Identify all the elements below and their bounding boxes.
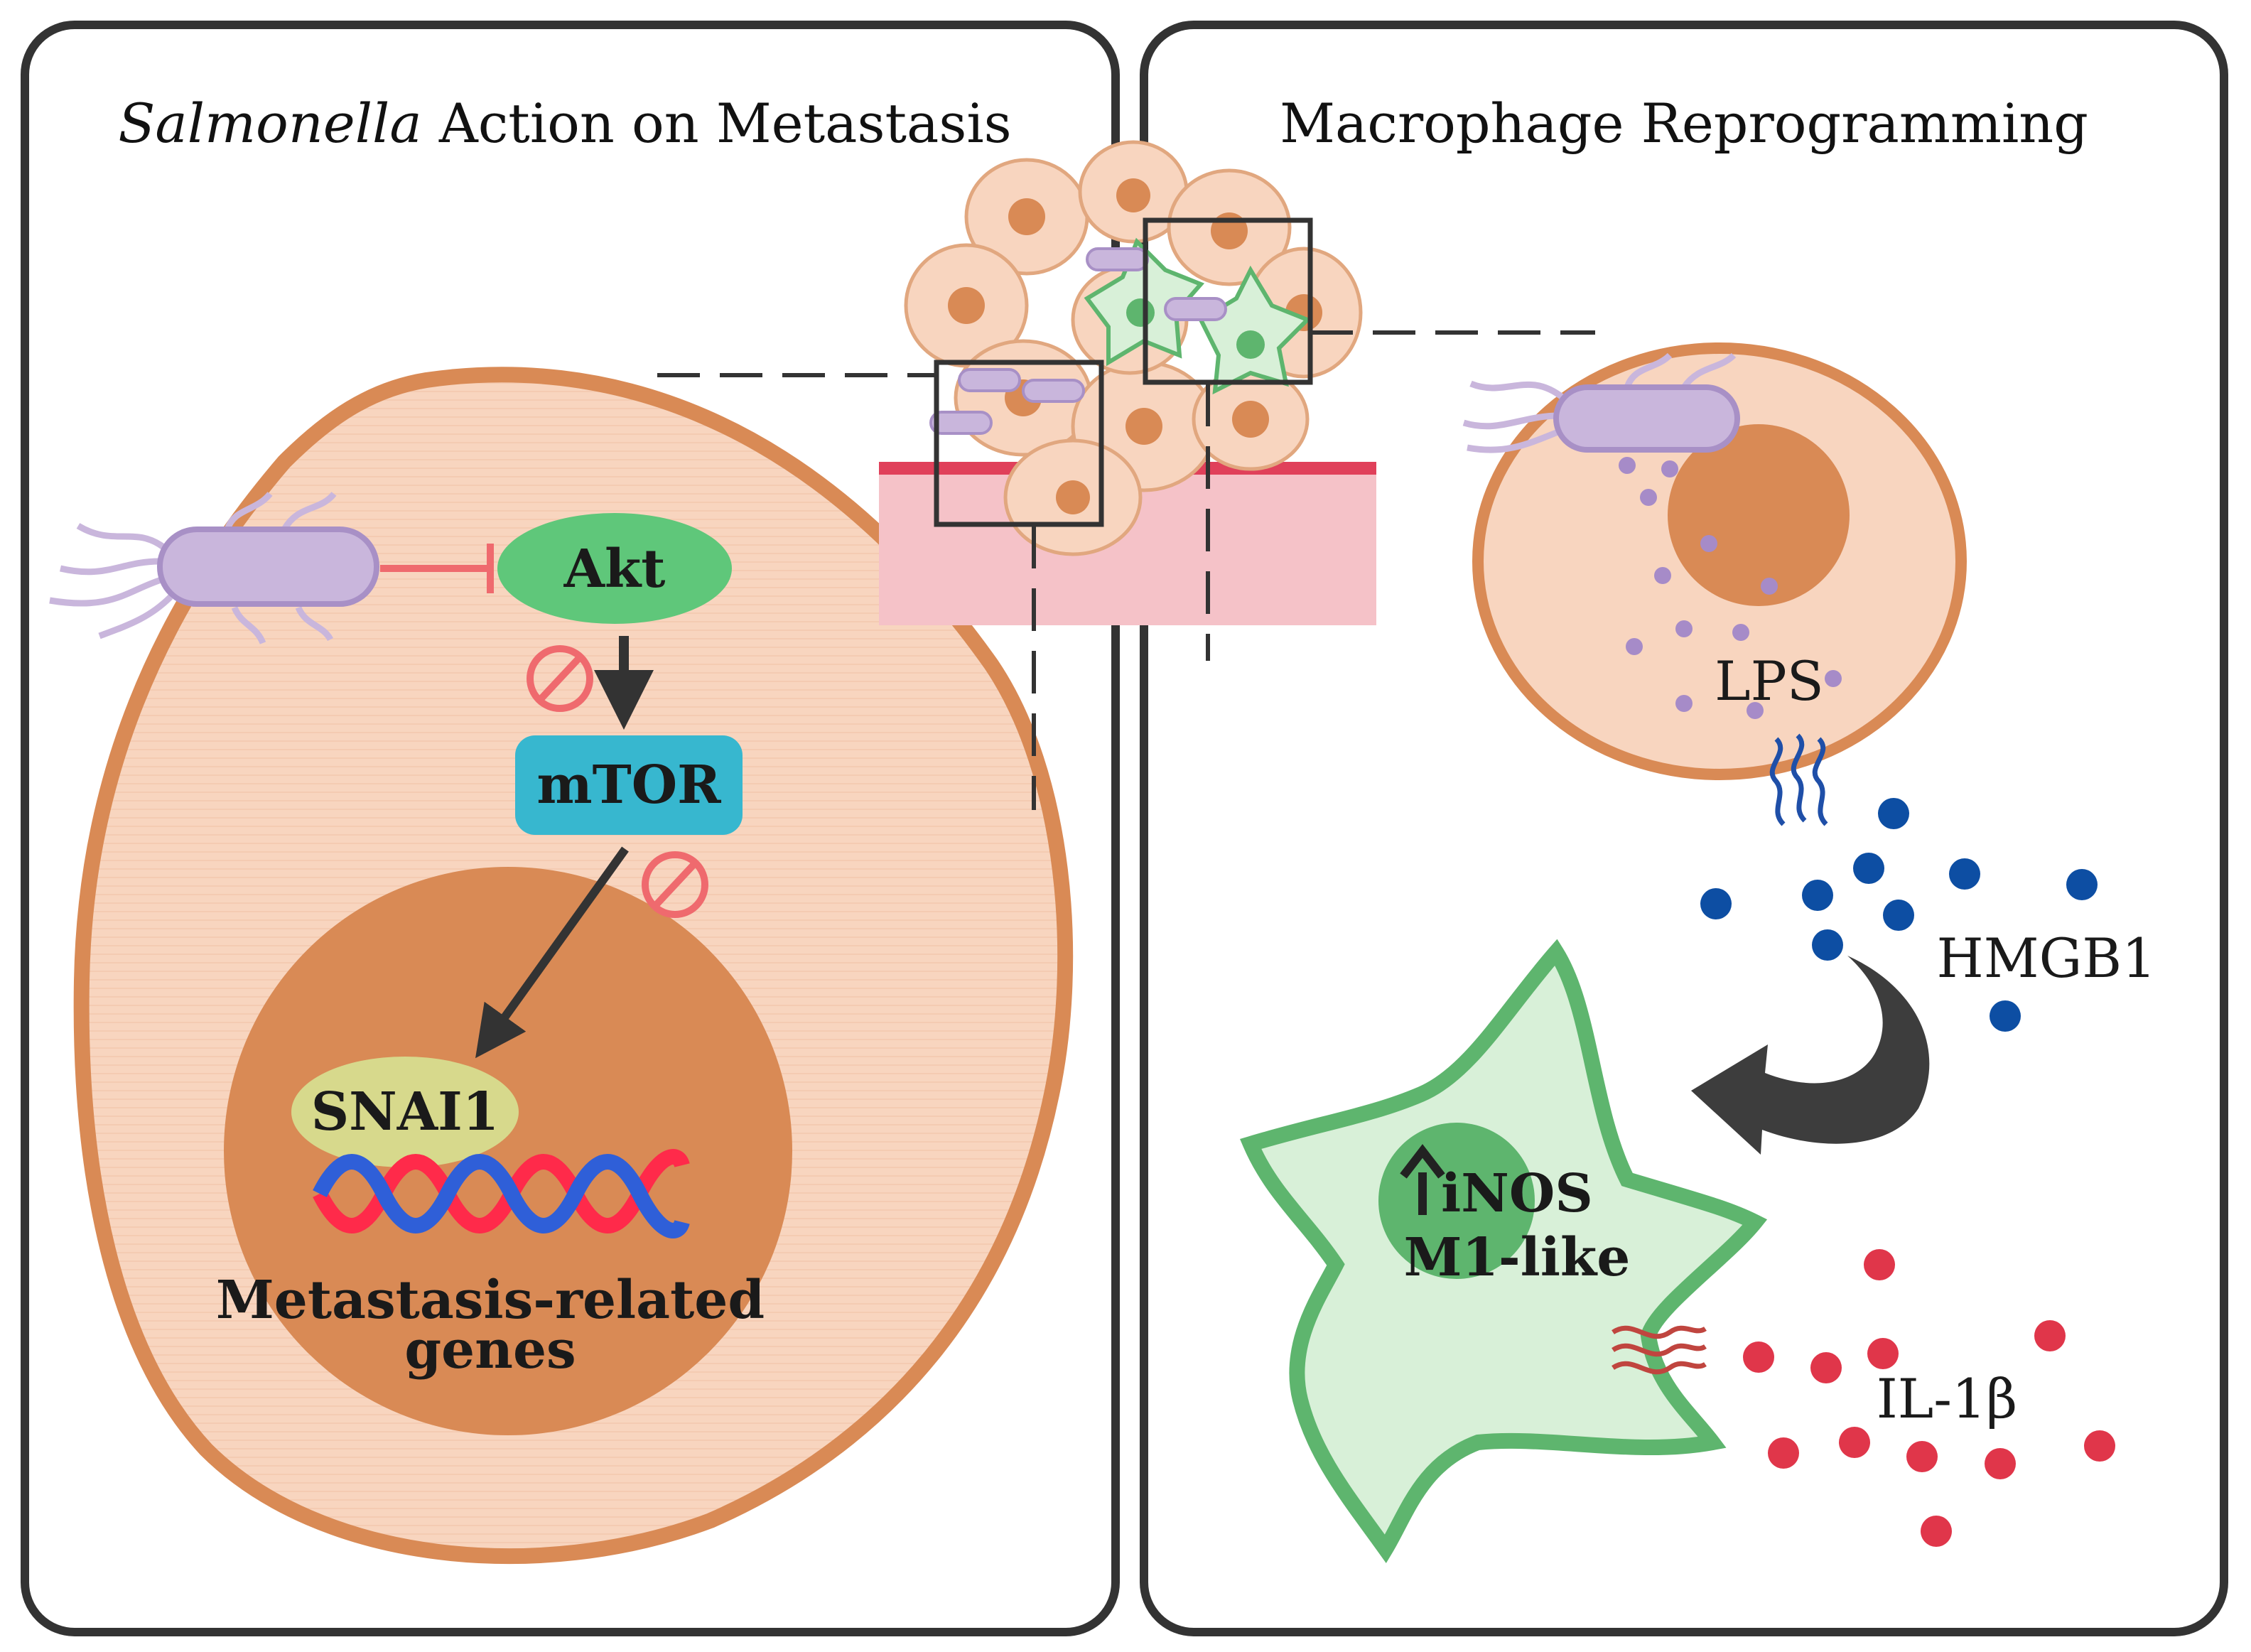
secretion-squiggle-icon — [1612, 1325, 1707, 1375]
genes-label-line1: Metastasis-related — [216, 1270, 765, 1331]
no-symbol-icon — [642, 851, 708, 918]
node-mtor — [515, 735, 743, 835]
curved-arrow-icon — [1691, 956, 1930, 1155]
node-snai1-label: SNAI1 — [311, 1081, 500, 1143]
left-panel-title: Salmonella Action on Metastasis — [118, 92, 1011, 155]
node-akt — [497, 513, 732, 624]
dna-helix-icon — [313, 1149, 690, 1238]
no-symbol-icon — [527, 645, 593, 712]
upregulation-arrow-icon — [1400, 1144, 1445, 1215]
hmgb1-dots — [1700, 798, 2098, 1032]
m1-like-label: M1-like — [1404, 1227, 1631, 1288]
arrow-mtor-snai1 — [475, 846, 629, 1059]
tumor-nucleus — [224, 867, 792, 1435]
left-title-italic: Salmonella — [118, 92, 421, 155]
lps-dots — [1619, 457, 1842, 719]
left-panel: Salmonella Action on Metastasis Akt — [21, 21, 1120, 1636]
inhibition-bar-akt — [380, 544, 494, 593]
right-panel-title: Macrophage Reprogramming — [1280, 92, 2088, 155]
node-mtor-label: mTOR — [536, 755, 721, 816]
salmonella-bacterium-left — [49, 491, 379, 644]
node-snai1 — [291, 1057, 519, 1167]
release-squiggle-icon — [1769, 733, 1828, 826]
tumor-tissue-illustration — [657, 140, 1595, 810]
inos-label: iNOS — [1441, 1163, 1593, 1224]
left-title-rest: Action on Metastasis — [422, 92, 1012, 155]
genes-label-line2: genes — [404, 1319, 576, 1381]
lps-label: LPS — [1715, 649, 1824, 713]
il1b-label: IL-1β — [1877, 1367, 2017, 1430]
il1b-dots — [1743, 1249, 2115, 1547]
tumor-cell-nuclei — [948, 178, 1322, 514]
zoom-box-left — [934, 360, 1104, 527]
salmonella-bacterium-right — [1462, 352, 1740, 453]
right-panel: Macrophage Reprogramming LPS — [1140, 21, 2228, 1636]
infected-cell-nucleus — [1668, 424, 1850, 606]
hmgb1-label: HMGB1 — [1936, 927, 2156, 990]
node-akt-label: Akt — [563, 539, 666, 600]
zoom-box-right — [1143, 217, 1313, 385]
